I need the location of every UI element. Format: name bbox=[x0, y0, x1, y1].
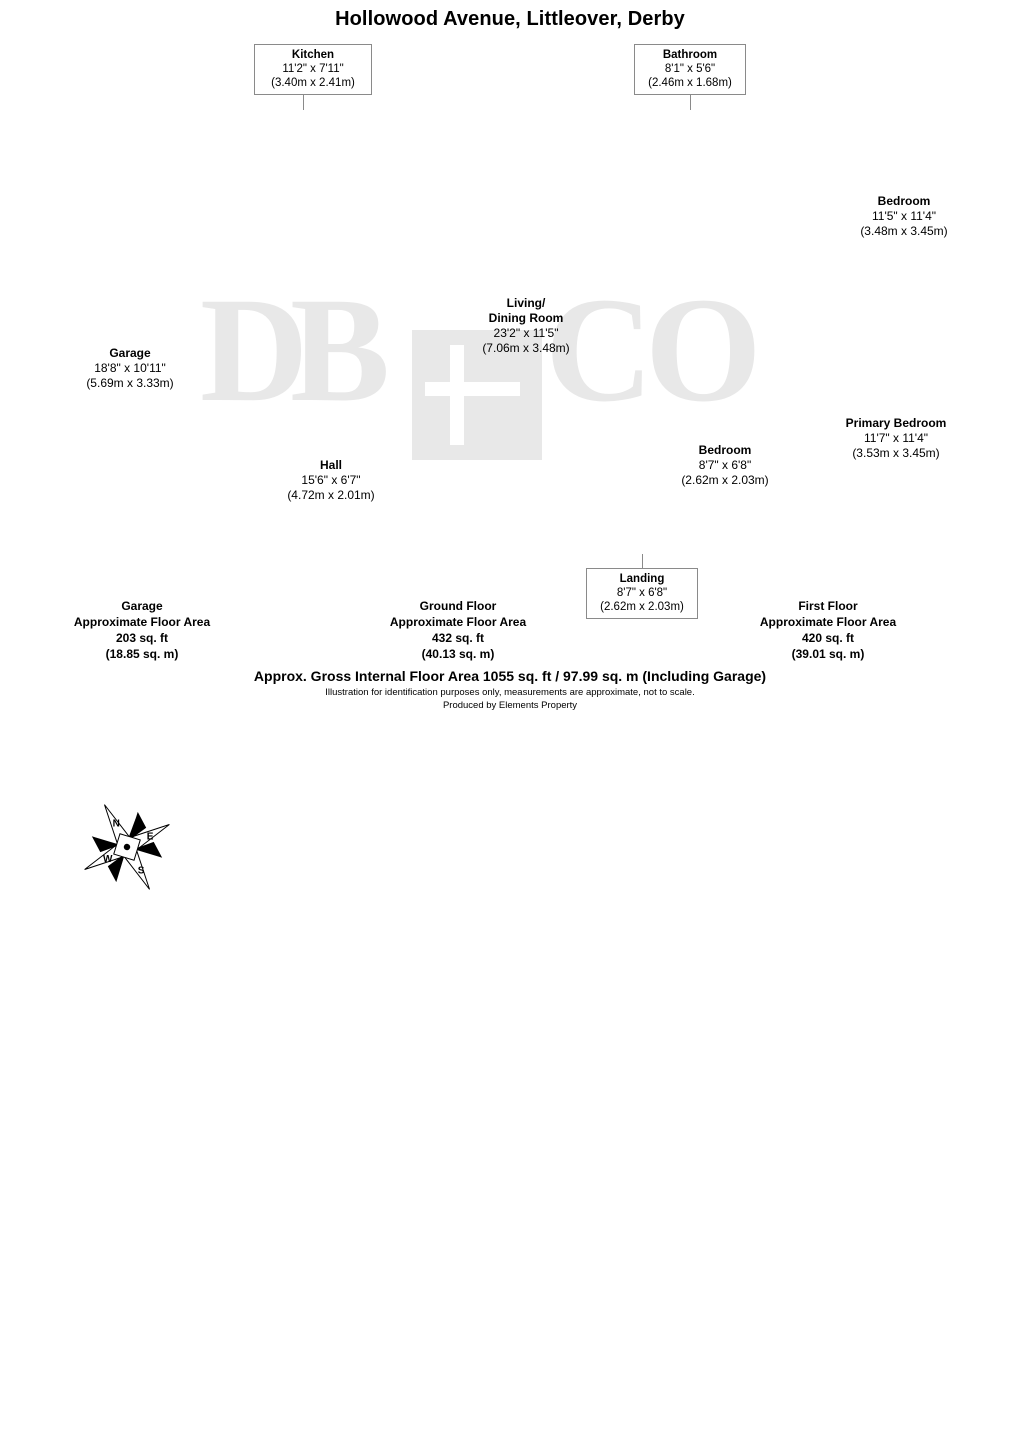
bedroom3-label-imperial: 8'7" x 6'8" bbox=[698, 458, 752, 472]
room-callout-landing: Landing 8'7" x 6'8" (2.62m x 2.03m) bbox=[586, 568, 698, 620]
area-summary-garage: Garage Approximate Floor Area 203 sq. ft… bbox=[36, 599, 248, 663]
kitchen-label-metric: (3.40m x 2.41m) bbox=[271, 77, 355, 90]
area-summary-first-floor: First Floor Approximate Floor Area 420 s… bbox=[722, 599, 934, 663]
landing-callout-leader bbox=[642, 554, 643, 570]
producer-text: Produced by Elements Property bbox=[442, 700, 578, 711]
hall-label-imperial: 15'6" x 6'7" bbox=[301, 473, 361, 487]
primary-bedroom-label-imperial: 11'7" x 11'4" bbox=[863, 431, 929, 445]
primary-bedroom-label-metric: (3.53m x 3.45m) bbox=[852, 446, 940, 460]
bathroom-label-imperial: 8'1" x 5'6" bbox=[664, 63, 716, 76]
compass-east-label: E bbox=[147, 831, 154, 842]
ground-floor-area-title: Ground Floor bbox=[419, 599, 497, 613]
room-label-bedroom-3: Bedroom 8'7" x 6'8" (2.62m x 2.03m) bbox=[652, 443, 798, 488]
garage-label-name: Garage bbox=[109, 346, 151, 360]
living-dining-label-name2: Dining Room bbox=[488, 311, 564, 325]
living-dining-label-imperial: 23'2" x 11'5" bbox=[493, 326, 559, 340]
compass-north-label: N bbox=[113, 819, 120, 830]
living-dining-label-metric: (7.06m x 3.48m) bbox=[482, 341, 570, 355]
kitchen-label-name: Kitchen bbox=[291, 49, 335, 61]
ground-floor-area-sqm: (40.13 sq. m) bbox=[421, 646, 495, 661]
room-callout-bathroom: Bathroom 8'1" x 5'6" (2.46m x 1.68m) bbox=[634, 44, 746, 96]
room-label-garage: Garage 18'8" x 10'11" (5.69m x 3.33m) bbox=[50, 346, 210, 391]
garage-area-sqm: (18.85 sq. m) bbox=[105, 646, 179, 661]
disclaimer-text: Illustration for identification purposes… bbox=[325, 687, 695, 698]
first-floor-area-sqft: 420 sq. ft bbox=[801, 630, 855, 645]
landing-label-name: Landing bbox=[619, 573, 665, 585]
bathroom-label-metric: (2.46m x 1.68m) bbox=[648, 77, 732, 90]
svg-text:D: D bbox=[200, 267, 308, 433]
garage-label-imperial: 18'8" x 10'11" bbox=[94, 361, 166, 375]
svg-text:C: C bbox=[545, 267, 653, 433]
hall-label-metric: (4.72m x 2.01m) bbox=[287, 488, 375, 502]
bedroom2-label-metric: (3.48m x 3.45m) bbox=[860, 224, 948, 238]
first-floor-area-title: First Floor bbox=[798, 599, 858, 613]
svg-text:O: O bbox=[645, 267, 762, 433]
room-label-living-dining: Living/ Dining Room 23'2" x 11'5" (7.06m… bbox=[440, 296, 612, 356]
compass-rose-icon: N E S W bbox=[84, 804, 170, 890]
bedroom2-label-imperial: 11'5" x 11'4" bbox=[871, 209, 937, 223]
kitchen-label-imperial: 11'2" x 7'11" bbox=[282, 63, 344, 76]
gross-area-text: Approx. Gross Internal Floor Area 1055 s… bbox=[253, 668, 767, 684]
landing-label-metric: (2.62m x 2.03m) bbox=[600, 601, 684, 614]
watermark: D B C O bbox=[200, 267, 762, 460]
ground-floor-area-sqft: 432 sq. ft bbox=[431, 630, 485, 645]
svg-text:B: B bbox=[290, 267, 390, 433]
compass-west-label: W bbox=[103, 854, 113, 865]
bedroom3-label-name: Bedroom bbox=[698, 443, 752, 457]
garage-area-title: Garage bbox=[121, 599, 163, 613]
page-title: Hollowood Avenue, Littleover, Derby bbox=[335, 8, 685, 30]
kitchen-callout-leader bbox=[303, 92, 304, 110]
area-summary-ground-floor: Ground Floor Approximate Floor Area 432 … bbox=[352, 599, 564, 663]
hall-label-name: Hall bbox=[319, 458, 342, 472]
bedroom3-label-metric: (2.62m x 2.03m) bbox=[681, 473, 769, 487]
room-label-hall: Hall 15'6" x 6'7" (4.72m x 2.01m) bbox=[258, 458, 404, 503]
garage-label-metric: (5.69m x 3.33m) bbox=[86, 376, 174, 390]
ground-floor-area-subtitle: Approximate Floor Area bbox=[389, 614, 527, 629]
room-callout-kitchen: Kitchen 11'2" x 7'11" (3.40m x 2.41m) bbox=[254, 44, 372, 96]
primary-bedroom-label-name: Primary Bedroom bbox=[845, 416, 947, 430]
landing-label-imperial: 8'7" x 6'8" bbox=[616, 587, 668, 600]
first-floor-area-subtitle: Approximate Floor Area bbox=[759, 614, 897, 629]
garage-area-subtitle: Approximate Floor Area bbox=[73, 614, 211, 629]
room-label-primary-bedroom: Primary Bedroom 11'7" x 11'4" (3.53m x 3… bbox=[798, 416, 994, 461]
first-floor-area-sqm: (39.01 sq. m) bbox=[791, 646, 865, 661]
garage-area-sqft: 203 sq. ft bbox=[115, 630, 169, 645]
living-dining-label-name: Living/ bbox=[506, 296, 546, 310]
bathroom-callout-leader bbox=[690, 92, 691, 110]
floor-plan-root: Hollowood Avenue, Littleover, Derby D B … bbox=[36, 8, 994, 890]
room-label-bedroom-2: Bedroom 11'5" x 11'4" (3.48m x 3.45m) bbox=[818, 194, 990, 239]
compass-south-label: S bbox=[138, 865, 145, 876]
bedroom2-label-name: Bedroom bbox=[877, 194, 931, 208]
bathroom-label-name: Bathroom bbox=[662, 49, 718, 61]
